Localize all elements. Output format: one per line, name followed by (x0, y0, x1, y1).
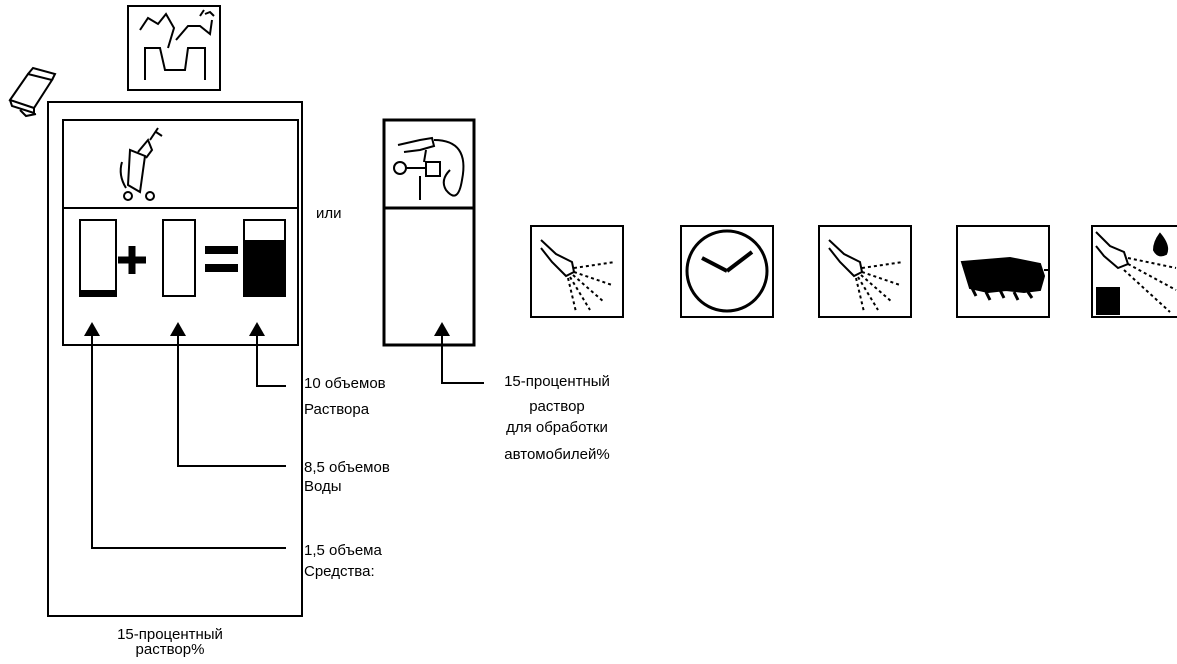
agent-container-icon (79, 219, 117, 297)
high-pressure-rinse-icon (1091, 225, 1177, 318)
bottom-line1: 15-процентный (117, 626, 223, 643)
water-volumes-label: 8,5 объемов Воды (304, 458, 390, 496)
agent-volumes-line1: 1,5 объема (304, 542, 382, 559)
main-frame (47, 101, 303, 617)
pressure-washer-icon (119, 127, 163, 201)
solution-volumes-line2: Раствора (304, 401, 370, 418)
car-solution-line4: автомобилей% (504, 446, 610, 463)
water-volumes-line2: Воды (304, 478, 342, 495)
canister-icon (8, 66, 57, 118)
equals-icon (205, 246, 238, 272)
water-container-icon (162, 219, 196, 297)
bottom-solution-label: 15-процентный раствор% (110, 627, 230, 657)
pouring-into-container-icon (127, 5, 221, 91)
solution-volumes-label: 10 объемов Раствора (304, 374, 386, 419)
bottom-line2: раствор% (135, 641, 205, 658)
water-volumes-line1: 8,5 объемов (304, 459, 390, 476)
car-panel (382, 118, 476, 347)
car-solution-line2: раствор (529, 398, 585, 415)
arrow-water-icon (170, 322, 186, 336)
spray-nozzle-icon-2 (818, 225, 912, 318)
arrow-agent-icon (84, 322, 100, 336)
or-label: или (316, 205, 342, 222)
car-solution-line1: 15-процентный (504, 373, 610, 390)
spray-gun-with-hose-icon (393, 136, 465, 200)
solution-volumes-line1: 10 объемов (304, 375, 386, 392)
clock-icon (680, 225, 774, 318)
car-solution-label: 15-процентный раствор для обработки авто… (497, 372, 617, 464)
agent-volumes-line2: Средства: (304, 563, 375, 580)
arrow-solution-icon (249, 322, 265, 336)
plus-icon (118, 246, 146, 274)
spray-nozzle-icon (530, 225, 624, 318)
agent-volumes-label: 1,5 объема Средства: (304, 541, 382, 581)
leader-lines (91, 336, 484, 549)
arrow-car-solution-icon (434, 322, 450, 336)
car-solution-line3: для обработки (506, 419, 608, 436)
ratio-panel (62, 119, 299, 346)
hand-on-surface-icon (956, 225, 1050, 318)
